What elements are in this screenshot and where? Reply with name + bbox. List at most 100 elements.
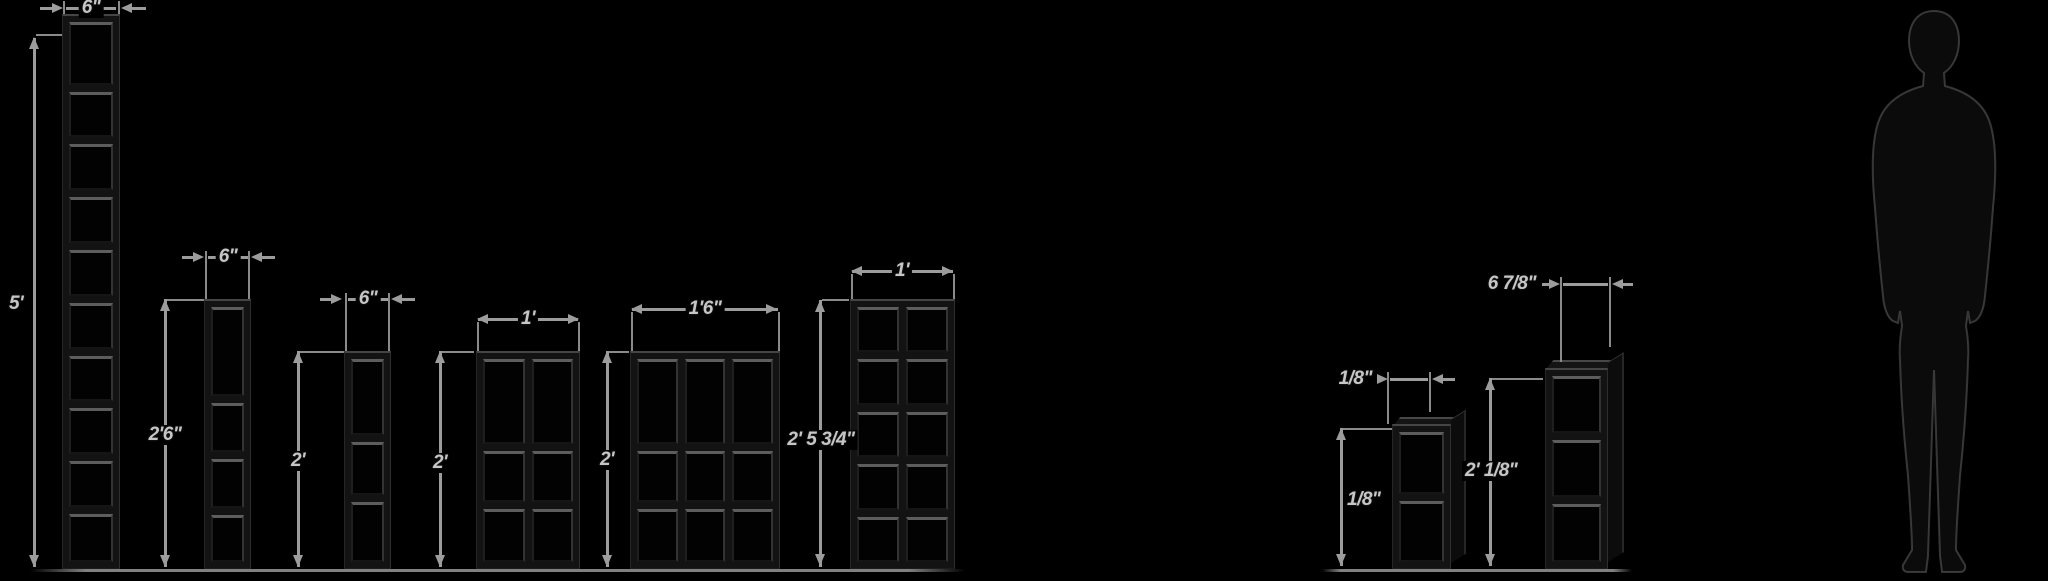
dim-arrow [52, 3, 63, 13]
dim-line [132, 7, 146, 10]
dimension-label: 1'6" [685, 299, 725, 319]
shelf-cell [483, 509, 525, 562]
shelf-cell [211, 515, 244, 562]
shelf-cell [684, 451, 726, 503]
shelf-cell [69, 408, 113, 455]
dim-arrow [815, 554, 825, 566]
shelf-cell [732, 451, 773, 503]
dim-arrow [391, 294, 402, 304]
shelf-cell [684, 359, 726, 445]
shelf-cell [1552, 376, 1601, 433]
shelf-cell [857, 411, 899, 458]
unit-side-face [1451, 409, 1466, 563]
dimension-label: 1' [891, 261, 913, 281]
extension-line [1387, 372, 1389, 424]
shelf-cell [637, 359, 678, 445]
dim-line [379, 298, 388, 301]
shelf-cell [857, 516, 899, 562]
dim-arrow [942, 266, 953, 276]
extension-line [388, 293, 390, 351]
dim-arrow [766, 304, 777, 314]
dim-line [33, 38, 36, 567]
dim-arrow [851, 266, 862, 276]
shelf-cell [211, 402, 244, 453]
extension-line [36, 34, 62, 36]
dim-line [320, 298, 333, 301]
dim-arrow [477, 314, 488, 324]
shelf-cell [69, 22, 113, 85]
extension-line [1609, 277, 1611, 347]
dim-arrow [29, 555, 39, 567]
dimension-label: 2'6" [145, 425, 185, 445]
dim-arrow [1336, 554, 1346, 566]
extension-line [1343, 428, 1392, 430]
shelf-cell [1552, 439, 1601, 497]
shelf-cell [351, 359, 384, 435]
dim-line [40, 7, 56, 10]
dim-arrow [1612, 279, 1623, 289]
dimension-label: 1/8" [1335, 369, 1375, 389]
dim-line [402, 298, 415, 301]
shelf-cell [211, 459, 244, 509]
dim-arrow [435, 351, 445, 363]
dim-arrow [1432, 374, 1443, 384]
unit-mini-short [1392, 424, 1451, 569]
dimension-label: 6" [215, 247, 241, 267]
extension-line [167, 299, 204, 301]
dim-arrow [1485, 554, 1495, 566]
shelf-cell [351, 441, 384, 495]
dim-arrow [160, 299, 170, 311]
extension-line [822, 299, 849, 301]
extension-line [953, 274, 955, 299]
extension-line [1560, 277, 1562, 362]
dim-arrow [193, 252, 204, 262]
dim-line [1623, 283, 1633, 286]
shelf-cell [531, 359, 573, 445]
dim-arrow [631, 304, 642, 314]
shelf-cell [906, 464, 948, 510]
dim-arrow [1377, 374, 1388, 384]
dim-arrow [29, 37, 39, 49]
dimension-label: 2' 5 3/4" [784, 430, 858, 450]
dim-arrow [331, 294, 342, 304]
extension-line [300, 351, 344, 353]
dimension-label: 6 7/8" [1484, 274, 1539, 294]
extension-line [63, 1, 65, 14]
shelf-cell [531, 451, 573, 503]
extension-line [578, 322, 580, 351]
extension-line [778, 312, 780, 351]
extension-line [248, 251, 250, 299]
dim-line [348, 298, 357, 301]
dim-arrow [435, 555, 445, 567]
dim-line [1542, 283, 1550, 286]
shelf-cell [1399, 432, 1444, 494]
shelf-cell [531, 509, 573, 562]
extension-line [442, 351, 474, 353]
unit-side-face [1608, 352, 1624, 562]
dim-line [182, 256, 195, 259]
shelf-cell [637, 509, 678, 562]
dimension-label: 6" [355, 289, 381, 309]
ground-line-left [30, 569, 965, 572]
ground-line-right [1322, 569, 1632, 572]
dim-line [1340, 428, 1343, 566]
dim-line [208, 256, 217, 259]
shelf-cell [483, 359, 525, 445]
shelf-cell [906, 516, 948, 562]
unit-shelf-tower-tall [62, 14, 120, 569]
dimension-label: 2' [287, 451, 309, 471]
shelf-cell [906, 411, 948, 458]
dim-line [1443, 378, 1455, 381]
dim-arrow [1336, 428, 1346, 440]
extension-line [205, 251, 207, 299]
shelf-cell [637, 451, 678, 503]
shelf-cell [857, 307, 899, 353]
shelf-cell [684, 509, 726, 562]
dim-line [239, 256, 248, 259]
dimension-label: 1' [517, 309, 539, 329]
shelf-cell [857, 359, 899, 405]
dim-line [1390, 378, 1428, 381]
shelf-cell [69, 197, 113, 243]
shelf-cell [69, 513, 113, 562]
